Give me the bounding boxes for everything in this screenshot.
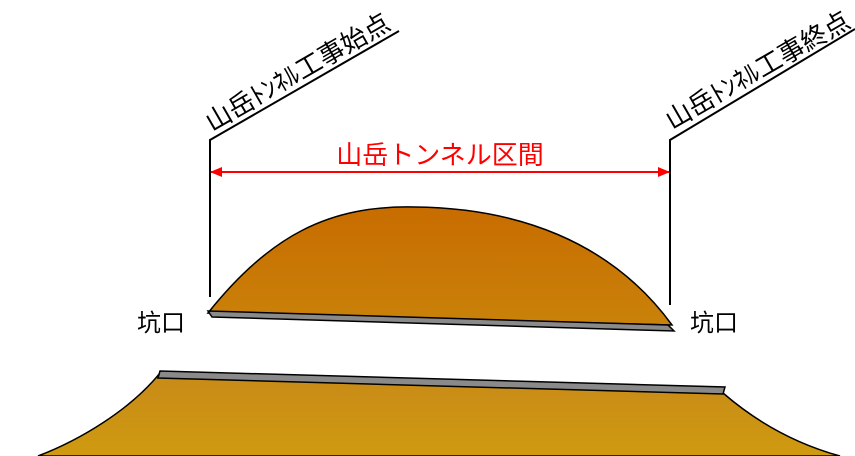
end-point-leader (669, 28, 855, 305)
section-label: 山岳トンネル区間 (336, 141, 543, 171)
ground-track-lower (157, 370, 726, 395)
start-point-leader (209, 30, 400, 297)
mountain-hump (206, 206, 674, 326)
end-point-label: 山岳ﾄﾝﾈﾙ工事終点 (661, 6, 855, 136)
portal-right-label: 坑口 (690, 309, 738, 337)
tunnel-track-upper (206, 310, 676, 332)
portal-left-label: 坑口 (137, 309, 185, 337)
start-point-label: 山岳ﾄﾝﾈﾙ工事始点 (201, 8, 396, 138)
